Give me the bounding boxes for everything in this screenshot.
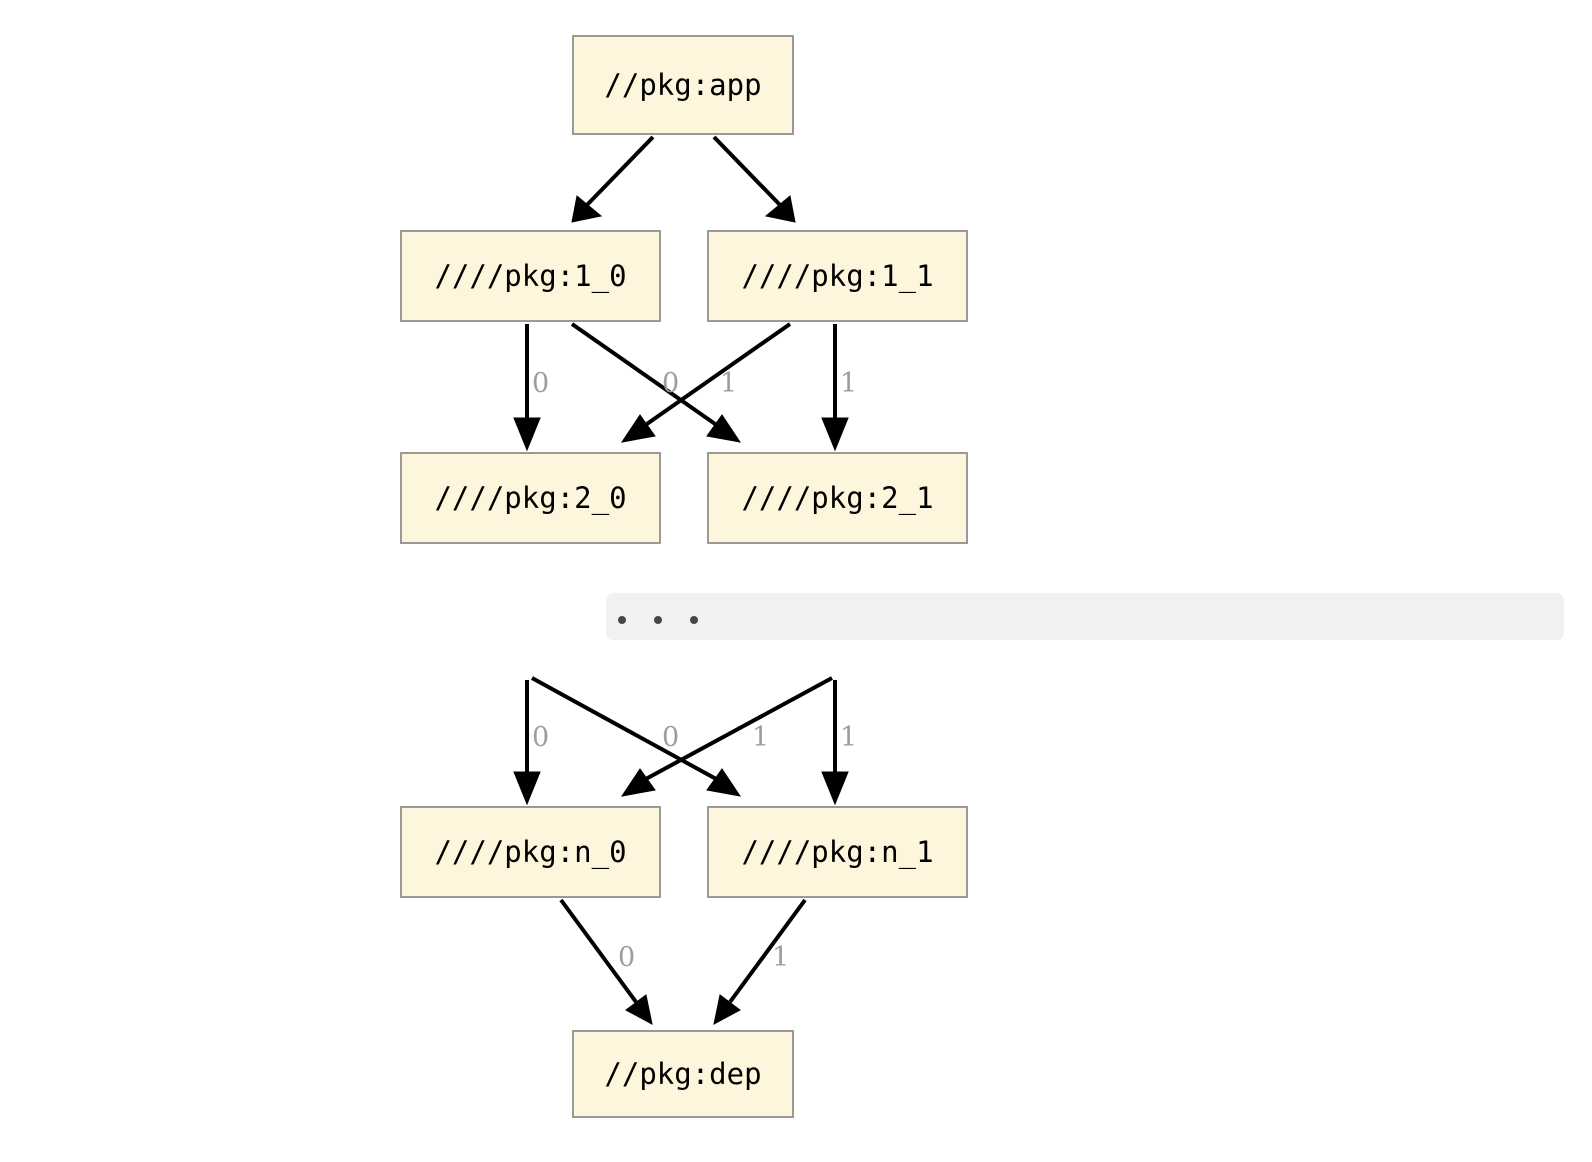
node-label: ////pkg:2_0: [434, 481, 627, 515]
node-pkg-1-0[interactable]: ////pkg:1_0: [400, 230, 661, 322]
edge-app-to-1_0: [571, 135, 655, 223]
node-label: ////pkg:n_1: [741, 835, 934, 869]
edge-label-n_1-dep: 1: [772, 942, 790, 973]
edge-label-above-n_0: 0: [532, 722, 550, 753]
edge-label-above-n_0-cross: 1: [752, 722, 770, 753]
node-pkg-1-1[interactable]: ////pkg:1_1: [707, 230, 968, 322]
node-label: ////pkg:1_1: [741, 259, 934, 293]
edge-label-1_0-2_0: 0: [532, 368, 550, 399]
edge-label-above-n_1-cross: 0: [662, 722, 680, 753]
edge-label-above-n_1: 1: [840, 722, 858, 753]
edge-app-to-1_1: [712, 135, 796, 223]
ellipsis-dot-icon: [690, 616, 698, 624]
edge-label-1_1-2_0: 1: [720, 368, 738, 399]
node-pkg-2-1[interactable]: ////pkg:2_1: [707, 452, 968, 544]
node-pkg-n-0[interactable]: ////pkg:n_0: [400, 806, 661, 898]
edge-label-1_1-2_1: 1: [840, 368, 858, 399]
node-label: ////pkg:1_0: [434, 259, 627, 293]
node-pkg-dep[interactable]: //pkg:dep: [572, 1030, 794, 1118]
edge-above-cross-to-n_0: [620, 676, 833, 797]
edge-label-n_0-dep: 0: [618, 942, 636, 973]
edge-above-cross-to-n_1: [531, 676, 742, 797]
node-label: ////pkg:n_0: [434, 835, 627, 869]
node-pkg-n-1[interactable]: ////pkg:n_1: [707, 806, 968, 898]
truncation-band: [606, 593, 1564, 640]
edge-1_1-to-2_0: [620, 322, 792, 443]
ellipsis-dot-icon: [654, 616, 662, 624]
node-label: //pkg:app: [604, 68, 762, 102]
edge-label-1_0-2_1: 0: [662, 368, 680, 399]
node-pkg-2-0[interactable]: ////pkg:2_0: [400, 452, 661, 544]
node-label: //pkg:dep: [604, 1057, 762, 1091]
node-label: ////pkg:2_1: [741, 481, 934, 515]
edge-n_1-to-dep: [713, 898, 807, 1025]
edge-n_0-to-dep: [559, 898, 653, 1025]
ellipsis-dot-icon: [618, 616, 626, 624]
node-pkg-app[interactable]: //pkg:app: [572, 35, 794, 135]
edge-1_0-to-2_1: [570, 322, 742, 443]
